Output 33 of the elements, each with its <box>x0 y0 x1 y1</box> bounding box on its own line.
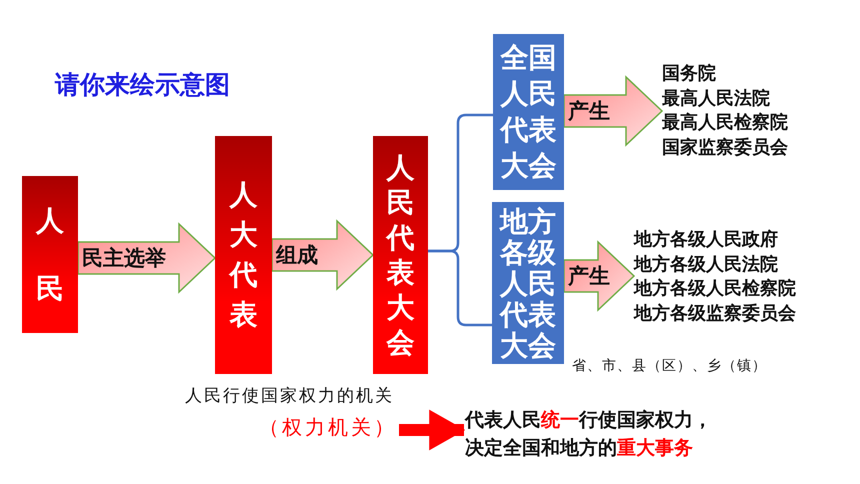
title: 请你来绘示意图 <box>55 69 230 101</box>
edge-label: 民主选举 <box>82 245 166 272</box>
column-box <box>22 176 78 333</box>
arrow <box>399 410 466 450</box>
bracket-line <box>428 250 492 326</box>
label-box <box>492 202 564 364</box>
node-text: 地方各级人民代表大会 <box>500 206 556 360</box>
block-arrow <box>563 240 636 312</box>
edge-label: 组成 <box>276 242 318 269</box>
edge-label: 产生 <box>568 98 610 125</box>
organ-name: 地方各级人民法院 <box>634 252 779 276</box>
caption-text: 省、市、县（区）、乡（镇） <box>572 357 767 375</box>
block-arrow <box>271 219 374 291</box>
caption-text: 人民行使国家权力的机关 <box>185 385 394 407</box>
statement-text: 代表人民统一行使国家权力，决定全国和地方的重大事务 <box>465 406 723 462</box>
column-box <box>373 136 428 374</box>
organ-name: 地方各级监察委员会 <box>634 302 796 326</box>
block-arrow <box>563 75 664 147</box>
node-text: 全国人民代表大会 <box>500 40 556 184</box>
organ-name: 最高人民法院 <box>662 86 771 110</box>
organ-name: 国家监察委员会 <box>662 136 788 160</box>
label-box <box>493 34 564 190</box>
column-box <box>215 136 272 374</box>
node-text: 人民 <box>36 202 64 306</box>
node-text: 人大代表 <box>230 177 258 333</box>
organ-name: 最高人民检察院 <box>662 111 788 135</box>
organ-name: 地方各级人民检察院 <box>634 277 796 301</box>
node-text: 人民代表大会 <box>386 150 414 360</box>
note-text: （权力机关） <box>258 414 398 441</box>
organ-name: 地方各级人民政府 <box>634 228 779 252</box>
block-arrow <box>77 222 216 294</box>
organ-name: 国务院 <box>662 62 717 86</box>
edge-label: 产生 <box>568 263 610 290</box>
